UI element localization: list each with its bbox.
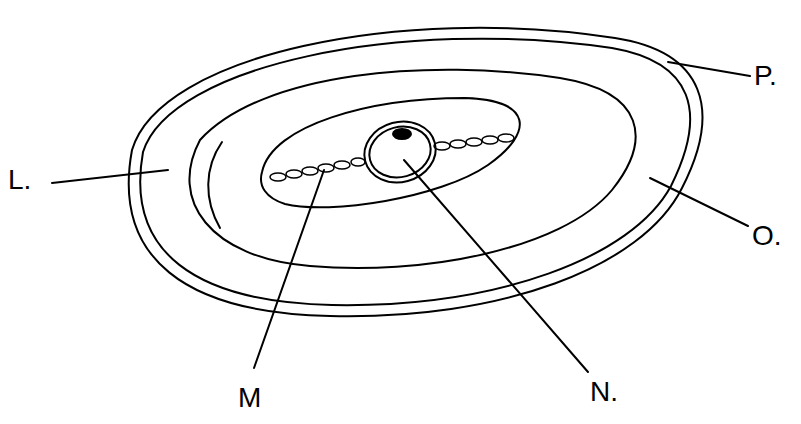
part-label: P. (754, 62, 777, 90)
leader-line (650, 178, 748, 226)
region-boundary (208, 142, 222, 228)
part-label: L. (8, 166, 31, 194)
part-label: N. (590, 378, 618, 406)
nucleus (357, 114, 442, 191)
nucleus-inner (364, 120, 437, 184)
cell-chain (270, 134, 514, 181)
part-label: O. (752, 222, 782, 250)
nucleolus (393, 129, 411, 139)
leader-line (404, 160, 588, 372)
inner-layer (261, 98, 520, 207)
part-label: M (238, 384, 261, 412)
leader-line (52, 170, 168, 183)
leader-line (254, 170, 324, 368)
leader-line (668, 62, 750, 76)
